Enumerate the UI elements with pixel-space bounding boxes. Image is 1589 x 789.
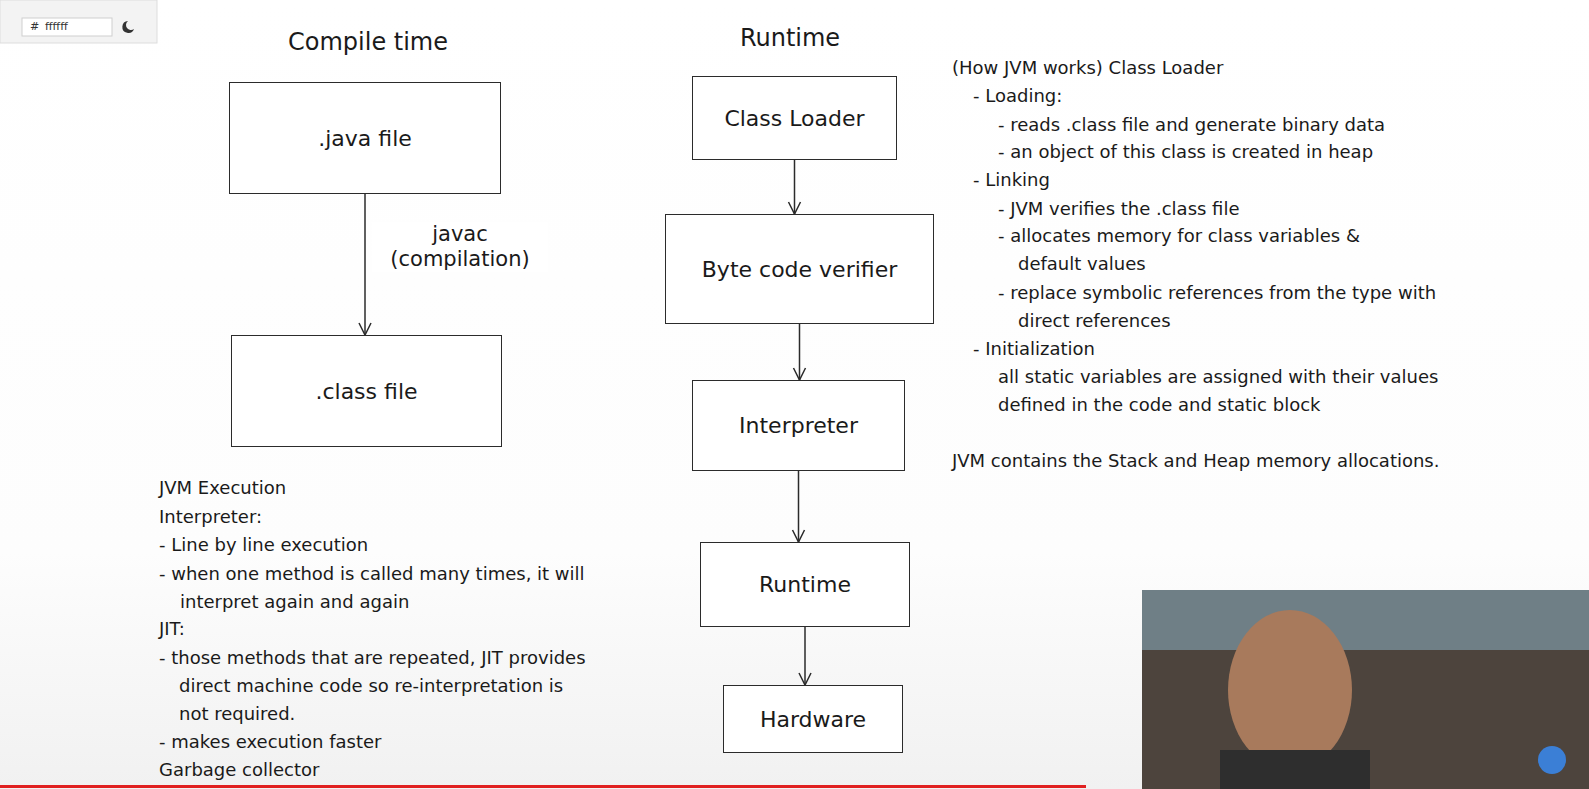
note-text: Garbage collector <box>159 756 319 784</box>
connector <box>799 627 811 685</box>
presenter-face <box>1228 610 1352 770</box>
note-text: - an object of this class is created in … <box>998 138 1373 166</box>
progress-bar <box>0 785 1086 788</box>
connector <box>789 160 801 214</box>
presenter-shirt <box>1220 750 1370 789</box>
process-box: Runtime <box>700 542 910 627</box>
edge-label: javac (compilation) <box>372 222 548 272</box>
moon-icon <box>122 21 134 33</box>
process-box: Hardware <box>723 685 903 753</box>
note-text: - JVM verifies the .class file <box>998 195 1240 223</box>
connector-line <box>364 194 366 335</box>
note-text: - reads .class file and generate binary … <box>998 111 1385 139</box>
connector <box>359 194 371 335</box>
note-text: - Initialization <box>973 335 1095 363</box>
note-text: - replace symbolic references from the t… <box>998 279 1488 335</box>
connector-line <box>804 627 806 685</box>
box-label: Hardware <box>760 707 866 732</box>
box-label: .class file <box>315 379 417 404</box>
process-box: .java file <box>229 82 501 194</box>
connector-line <box>794 160 796 214</box>
box-label: Interpreter <box>739 413 858 438</box>
box-label: Byte code verifier <box>702 257 897 282</box>
note-text: JIT: <box>159 615 185 643</box>
arrow-head <box>794 368 806 380</box>
process-box: Interpreter <box>692 380 905 471</box>
note-text: - Line by line execution <box>159 531 368 559</box>
box-label: Runtime <box>759 572 851 597</box>
arrow-head <box>359 323 371 335</box>
note-text: - makes execution faster <box>159 728 381 756</box>
color-input <box>22 18 112 36</box>
process-box: Byte code verifier <box>665 214 934 324</box>
note-text: - Linking <box>973 166 1050 194</box>
note-text: - those methods that are repeated, JIT p… <box>159 644 589 728</box>
note-text: (How JVM works) Class Loader <box>952 54 1223 82</box>
arrow-head <box>799 673 811 685</box>
note-text: Interpreter: <box>159 503 262 531</box>
arrow-head <box>793 530 805 542</box>
note-text: - allocates memory for class variables &… <box>998 222 1418 278</box>
process-box: .class file <box>231 335 502 447</box>
webcam-wall <box>1142 590 1589 650</box>
note-text: JVM contains the Stack and Heap memory a… <box>952 447 1439 475</box>
column-heading: Runtime <box>690 24 890 52</box>
connector <box>794 324 806 380</box>
note-text: - when one method is called many times, … <box>159 560 615 616</box>
connector-line <box>798 471 800 542</box>
webcam-frame <box>1142 590 1589 789</box>
color-value: ffffff <box>45 20 68 34</box>
note-text: - Loading: <box>973 82 1062 110</box>
note-text: all static variables are assigned with t… <box>998 363 1503 419</box>
note-text: JVM Execution <box>159 474 286 502</box>
box-label: Class Loader <box>724 106 864 131</box>
box-label: .java file <box>318 126 412 151</box>
connector-line <box>799 324 801 380</box>
arrow-head <box>789 202 801 214</box>
column-heading: Compile time <box>218 28 518 56</box>
connector <box>793 471 805 542</box>
toolbar-panel <box>0 0 157 43</box>
process-box: Class Loader <box>692 76 897 160</box>
badge-icon <box>1538 746 1566 774</box>
color-hash: # <box>30 20 39 34</box>
